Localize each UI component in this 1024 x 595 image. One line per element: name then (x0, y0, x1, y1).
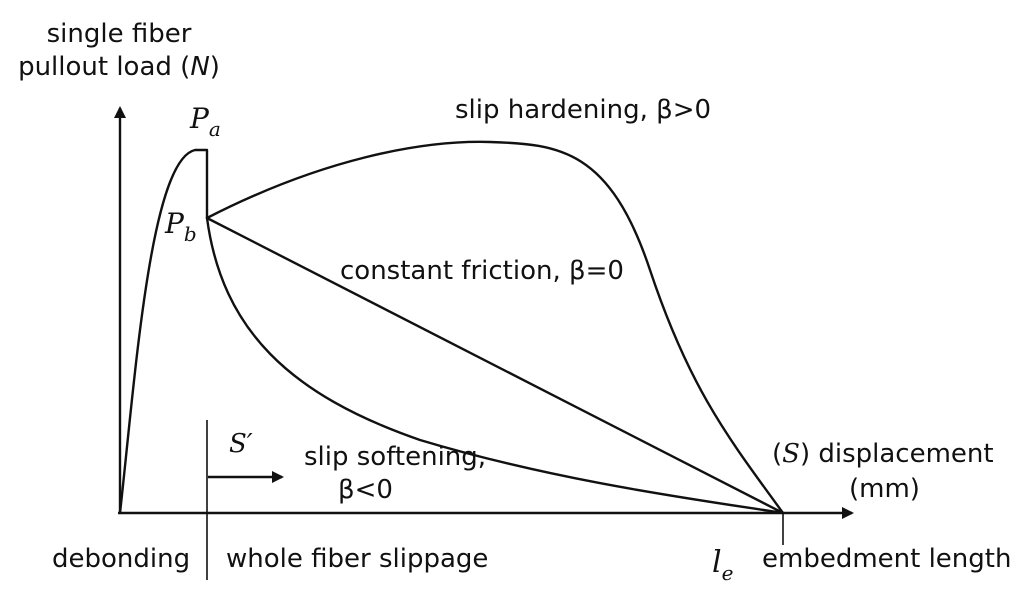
point-pa-label: Pa (189, 102, 221, 141)
constant-friction-line (205, 216, 785, 515)
slip-softening-label-line2: β<0 (338, 475, 393, 505)
slip-softening-curve (205, 216, 785, 515)
embedment-length-label: embedment length (762, 544, 1011, 574)
embedment-length-symbol: le (712, 545, 733, 585)
constant-friction-label: constant friction, β=0 (340, 256, 624, 286)
debonding-label: debonding (52, 544, 190, 574)
slip-hardening-label: slip hardening, β>0 (455, 95, 711, 125)
whole-fiber-slippage-label: whole fiber slippage (226, 544, 488, 574)
x-axis-symbol: S (782, 439, 800, 469)
point-pb-label: Pb (164, 207, 197, 246)
slip-hardening-curve (205, 140, 785, 515)
debonding-curve (118, 148, 209, 515)
x-axis-label-line2: (mm) (849, 474, 920, 504)
slip-softening-label-line1: slip softening, (304, 442, 486, 472)
y-axis-label-line2: pullout load (N) (18, 52, 220, 82)
slip-arrow-label: S′ (229, 429, 253, 459)
x-axis-label-line1: (S) displacement (772, 439, 994, 469)
y-axis-unit: N (190, 52, 209, 82)
y-axis-label-line1: single fiber (47, 19, 192, 49)
